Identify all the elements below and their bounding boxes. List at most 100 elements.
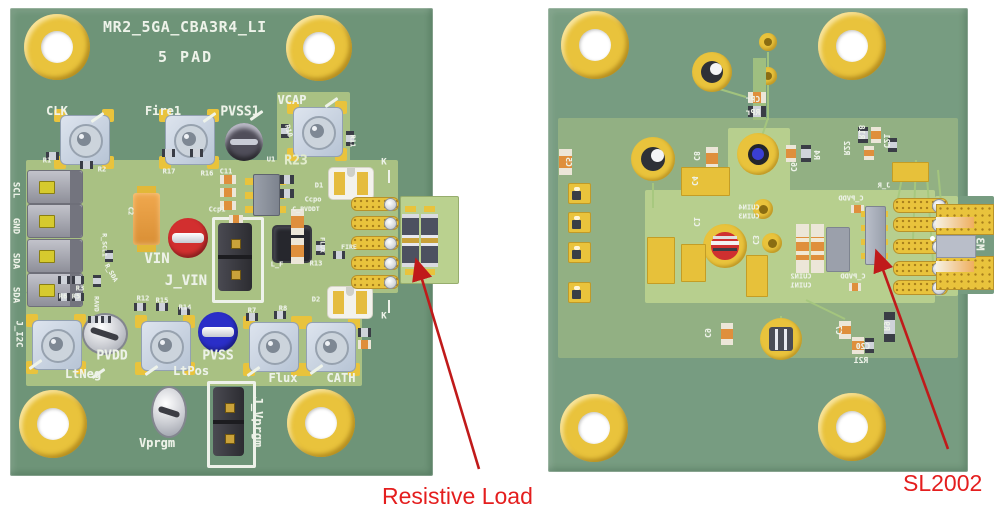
wire-clip-hole: [39, 215, 55, 228]
chip-component: [681, 167, 730, 196]
chip-component: [358, 340, 371, 349]
mounting-hole-bore: [303, 32, 335, 64]
k-tick: [388, 170, 390, 183]
silkscreen-u1: U1: [266, 155, 276, 164]
silkscreen-r5: R5: [71, 292, 81, 301]
ufl-glint: [312, 126, 317, 131]
chip-end: [761, 106, 766, 117]
circular-pad: [631, 137, 675, 181]
silkscreen-k: K: [381, 311, 387, 322]
chip-end: [861, 205, 864, 213]
silkscreen-cuin1: CUIN1: [790, 281, 812, 290]
chip-end: [852, 337, 864, 341]
chip-stripe: [796, 251, 809, 255]
test-point-loop: [151, 386, 187, 438]
resistor-band: [421, 243, 438, 246]
chip-component: [721, 323, 733, 345]
resistor-band: [402, 235, 419, 238]
chip-end: [81, 276, 84, 284]
chip-component: [892, 162, 929, 182]
chip-component: [291, 209, 304, 235]
chip-component: [796, 224, 809, 273]
pad-stripe: [784, 328, 788, 350]
chip-end: [46, 152, 49, 160]
silkscreen-rpr: RPr: [745, 108, 761, 117]
chip-component: [746, 255, 768, 297]
chip-end: [172, 149, 175, 157]
chip-end: [849, 283, 852, 291]
circular-pad: [737, 133, 779, 175]
chip-end: [884, 334, 895, 342]
test-point: [198, 312, 238, 352]
pad-hole: [572, 191, 581, 200]
chip-component: [220, 188, 236, 197]
chip-component: [280, 175, 294, 184]
chip-end: [748, 106, 753, 117]
plated-pad: [568, 242, 591, 263]
jumper-header: [212, 217, 264, 303]
oval-pad-barrel: [384, 217, 397, 230]
chip-component: [246, 313, 258, 321]
chip-end: [95, 316, 98, 323]
silkscreen-r14: R14: [178, 303, 192, 312]
silkscreen-flux: FLUX: [318, 237, 327, 253]
chip-component: [316, 241, 325, 255]
driver-ic: [826, 227, 850, 272]
silkscreen-ltneg: LtNeg: [64, 367, 102, 381]
chip-end: [156, 303, 159, 311]
silkscreen-cuin3: CUIN3: [738, 212, 760, 221]
chip-end: [178, 307, 181, 315]
resistor-cap: [402, 214, 419, 218]
chip-end: [232, 175, 236, 184]
pad-center: [763, 71, 773, 81]
wire-clip-end: [70, 171, 82, 203]
chip-end: [786, 145, 796, 149]
mounting-hole: [560, 394, 628, 462]
silkscreen-ltpos: LtPos: [172, 364, 210, 378]
silkscreen-c-pvddt: C_PVDDT: [292, 204, 320, 213]
chip-end: [888, 138, 897, 142]
chip-end: [220, 175, 224, 184]
test-point: [168, 218, 208, 258]
chip-component: [190, 149, 203, 157]
ufl-connector: [300, 316, 360, 376]
led-notch: [346, 287, 354, 296]
led-pad: [356, 291, 367, 314]
chip-end: [852, 350, 864, 354]
chip-end: [220, 201, 224, 210]
chip-component: [80, 161, 93, 169]
silkscreen-j-r: J_R: [877, 181, 891, 190]
pad-glint: [574, 216, 580, 220]
silkscreen-fire1: Fire1: [144, 104, 182, 118]
silkscreen-cath: CATH: [326, 371, 356, 385]
silkscreen-r2: R2: [97, 165, 107, 174]
chip-end: [333, 251, 336, 259]
pad-dot: [930, 236, 935, 241]
chip-component: [105, 250, 113, 262]
chip-component: [274, 311, 286, 319]
capacitor-can: [225, 123, 263, 161]
sl2002-pin: [861, 253, 866, 259]
silkscreen-c-pvdd: C_PVDD: [838, 194, 864, 203]
chip-component: [858, 127, 868, 143]
jumper-pin: [231, 239, 241, 250]
chip-end: [864, 146, 874, 150]
jumper-header: [207, 381, 256, 468]
chip-end: [143, 303, 146, 311]
silkscreen-r3: R3: [75, 284, 85, 293]
chip-end: [342, 251, 345, 259]
chip-end: [81, 293, 84, 301]
circular-pad: [760, 318, 802, 360]
silkscreen-j-vprgm: J_Vprgm: [251, 396, 265, 448]
silkscreen-c7: C7: [834, 325, 843, 335]
chip-end: [290, 175, 294, 184]
resistive-load-label: Resistive Load: [382, 483, 533, 509]
ic-pin: [245, 206, 253, 213]
ufl-connector: [54, 109, 114, 169]
chip-end: [796, 260, 809, 273]
mounting-hole-bore: [836, 411, 868, 443]
chip-end: [761, 92, 766, 103]
chip-end: [316, 251, 325, 255]
chip-end: [58, 276, 61, 284]
wire-clip-connector: [27, 170, 83, 204]
